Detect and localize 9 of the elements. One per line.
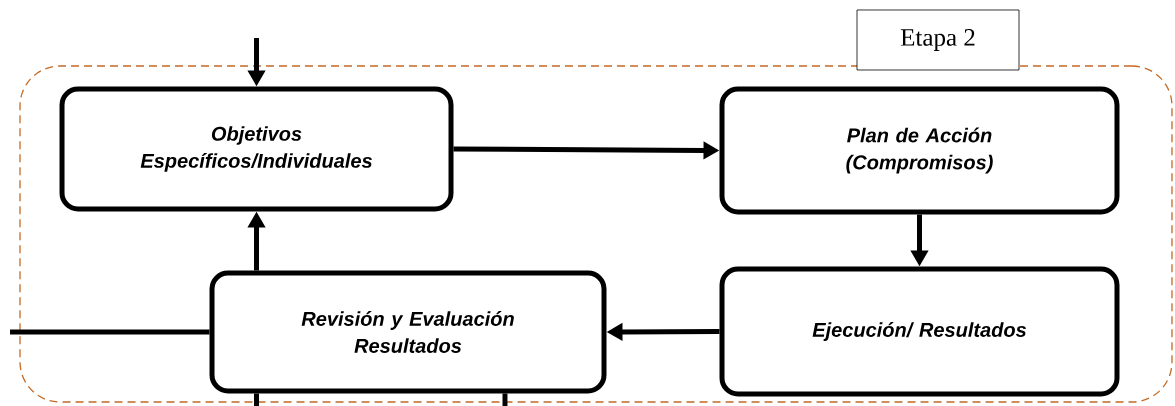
process-box: Objetivos Específicos/Individuales <box>59 86 454 212</box>
connector-line <box>10 329 210 335</box>
process-box: Revisión y Evaluación Resultados <box>209 270 607 394</box>
connector-line <box>254 393 259 406</box>
connector-line <box>502 393 508 406</box>
process-box: Plan de Acción (Compromisos) <box>719 86 1120 215</box>
stage-label: Etapa 2 <box>856 9 1020 71</box>
dashed-region <box>19 65 1173 403</box>
process-box: Ejecución/ Resultados <box>719 266 1120 397</box>
